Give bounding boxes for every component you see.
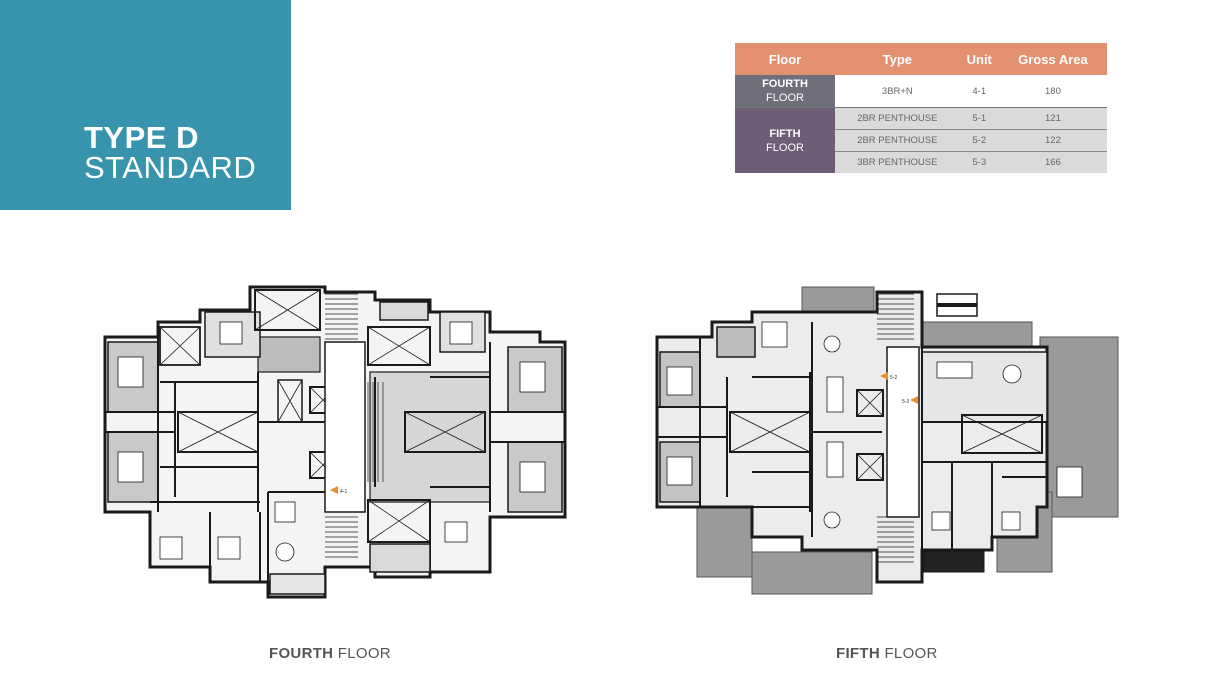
col-unit: Unit [959,43,999,75]
col-gross-area: Gross Area [998,43,1107,75]
fifth-floor-plan: 5-2 5-3 [655,286,1119,595]
svg-text:5-2: 5-2 [890,375,897,381]
title-standard: STANDARD [84,150,257,185]
table-header-row: Floor Type Unit Gross Area [735,43,1107,75]
area-cell: 121 [998,107,1107,130]
svg-text:5-3: 5-3 [902,399,909,405]
title-box: TYPE D STANDARD [0,0,291,210]
type-cell: 2BR PENTHOUSE [835,129,960,152]
area-cell: 122 [998,129,1107,152]
type-cell: 2BR PENTHOUSE [835,107,960,130]
fourth-floor-plan: 4-1 [103,285,567,599]
area-cell: 166 [998,151,1107,173]
unit-cell: 5-1 [959,107,999,130]
col-floor: Floor [735,43,835,75]
unit-cell: 5-3 [959,151,999,173]
svg-text:4-1: 4-1 [340,489,347,495]
unit-cell: 4-1 [959,75,999,108]
fifth-floor-caption: FIFTH FLOOR [836,645,938,662]
title-type: TYPE D [84,120,199,155]
col-type: Type [835,43,960,75]
table-row: 2BR PENTHOUSE 5-2 122 [735,129,1107,152]
fourth-floor-caption: FOURTH FLOOR [269,645,391,662]
unit-cell: 5-2 [959,129,999,152]
table-row: 3BR PENTHOUSE 5-3 166 [735,151,1107,173]
type-cell: 3BR+N [835,75,960,108]
area-cell: 180 [998,75,1107,108]
type-cell: 3BR PENTHOUSE [835,151,960,173]
